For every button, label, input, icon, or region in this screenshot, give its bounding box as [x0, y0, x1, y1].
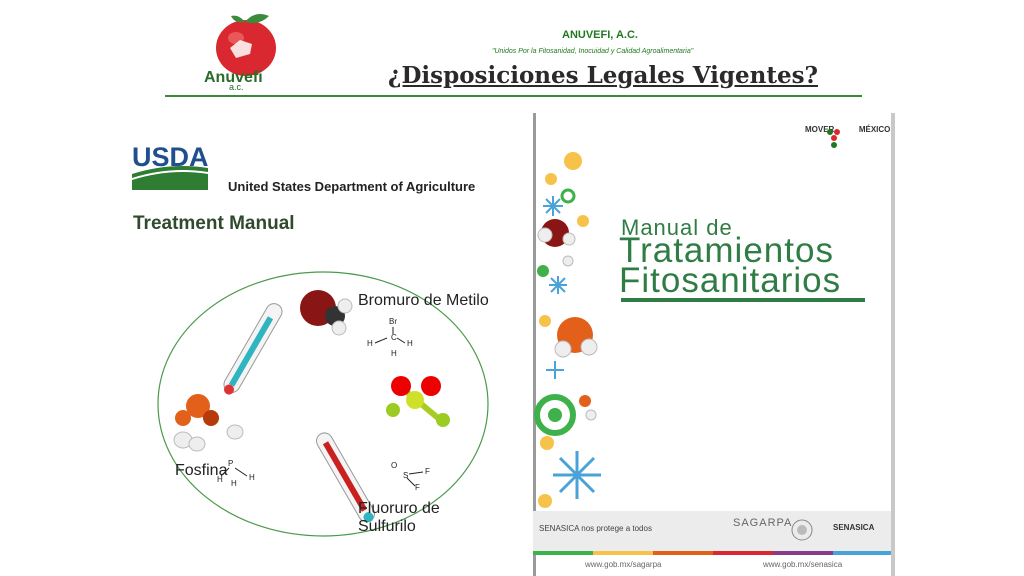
manual-cover: MOVER MÉXICO — [533, 113, 895, 576]
fumigant-illustration: Br C H H H S F F O — [157, 271, 489, 537]
header-rule — [165, 95, 862, 97]
snowflake-icon — [553, 451, 601, 499]
footer-slogan: SENASICA nos protege a todos — [539, 524, 652, 533]
phosphine-molecule — [173, 394, 244, 452]
mover-mexico-icon — [827, 129, 840, 148]
label-methyl-bromide: Bromuro de Metilo — [358, 292, 489, 309]
phosphine-formula: P H H H — [217, 459, 255, 488]
label-phosphine: Fosfina — [175, 462, 228, 479]
logo-name: Anuvefi — [204, 69, 263, 86]
mover-mexico-brand: MOVER MÉXICO — [805, 125, 890, 134]
cover-title-line1: Manual de — [621, 215, 733, 240]
decorative-border-column — [534, 152, 601, 508]
sulfuryl-fluoride-formula: S F F O — [391, 461, 430, 492]
org-name: ANUVEFI, A.C. — [562, 29, 638, 41]
slide-title: ¿Disposiciones Legales Vigentes? — [388, 62, 819, 89]
logo-subtitle: a.c. — [229, 82, 244, 92]
svg-text:F: F — [425, 467, 430, 476]
svg-text:C: C — [391, 333, 397, 342]
cover-edge — [533, 113, 536, 576]
org-motto: "Unidos Por la Fitosanidad, Inocuidad y … — [492, 48, 694, 55]
svg-text:O: O — [391, 461, 397, 470]
brand-mover: MOVER — [805, 125, 835, 134]
svg-text:H: H — [407, 339, 413, 348]
svg-text:H: H — [391, 349, 397, 358]
svg-text:H: H — [231, 479, 237, 488]
svg-text:P: P — [228, 459, 233, 468]
sulfuryl-fluoride-molecule — [386, 376, 450, 427]
methyl-bromide-molecule — [300, 290, 353, 336]
svg-text:Br: Br — [389, 317, 397, 326]
svg-text:F: F — [415, 483, 420, 492]
snowflake-icon — [546, 361, 564, 379]
cover-title-underline — [621, 298, 865, 302]
svg-text:H: H — [249, 473, 255, 482]
usda-manual-title: Treatment Manual — [133, 213, 295, 234]
svg-text:H: H — [367, 339, 373, 348]
cover-title-line3: Fitosanitarios — [619, 261, 842, 300]
usda-department: United States Department of Agriculture — [228, 179, 476, 194]
usda-panel: USDA United States Department of Agricul… — [125, 140, 500, 546]
svg-text:S: S — [403, 471, 408, 480]
anuvefi-logo: Anuvefi — [204, 14, 276, 86]
cover-color-stripe — [533, 551, 891, 555]
brand-mexico: MÉXICO — [858, 125, 891, 134]
cover-title-line2: Tratamientos — [619, 231, 834, 270]
snowflake-icon — [543, 196, 563, 216]
svg-text:H: H — [217, 475, 223, 484]
footer-url-senasica: www.gob.mx/senasica — [763, 560, 843, 569]
footer-senasica: SENASICA — [833, 523, 875, 532]
footer-url-sagarpa: www.gob.mx/sagarpa — [585, 560, 662, 569]
mexico-seal-icon — [791, 519, 813, 541]
usda-logo: USDA — [132, 142, 208, 190]
footer-sagarpa: SAGARPA — [733, 517, 793, 529]
thermometer-icon — [223, 303, 283, 395]
methyl-bromide-formula: Br C H H H — [367, 317, 413, 358]
thermometer-icon — [316, 432, 375, 523]
cover-footer: SENASICA nos protege a todos SAGARPA SEN… — [533, 511, 891, 551]
snowflake-icon — [549, 276, 567, 294]
label-sulfuryl-fluoride: Fluoruro de Sulfurilo — [358, 500, 440, 535]
